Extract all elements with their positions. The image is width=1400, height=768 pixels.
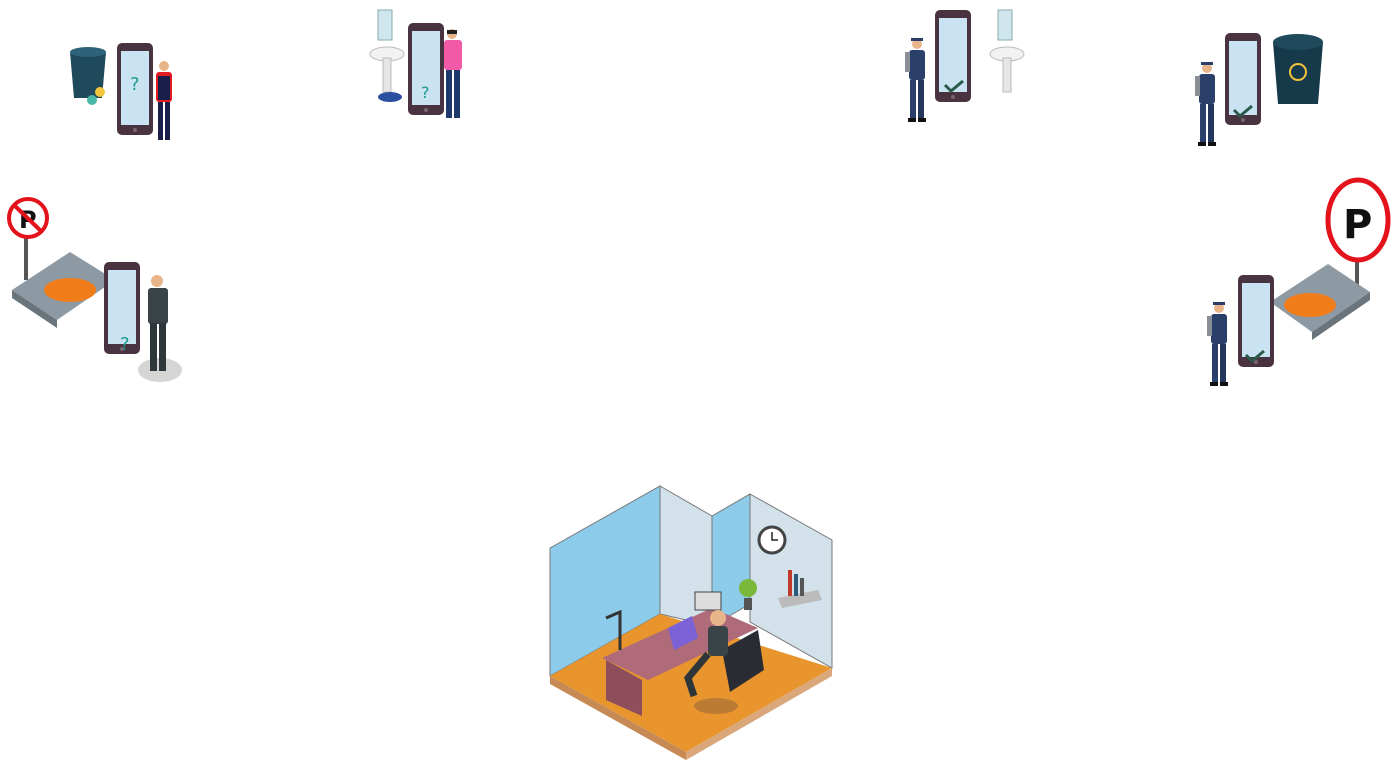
svg-text:?: ? [421,83,430,102]
svg-text:P: P [1343,202,1372,248]
parking-fixed-icon: P [1207,177,1391,386]
svg-text:?: ? [130,74,140,95]
trash-fixed-icon [1195,33,1323,146]
office-operator-icon [549,485,833,760]
sink-leak-report-icon: ? [369,9,462,118]
trash-report-icon: ? [70,43,172,140]
svg-text:?: ? [120,334,130,355]
sink-fixed-icon [905,9,1025,122]
no-parking-report-icon: P ? [7,197,182,382]
